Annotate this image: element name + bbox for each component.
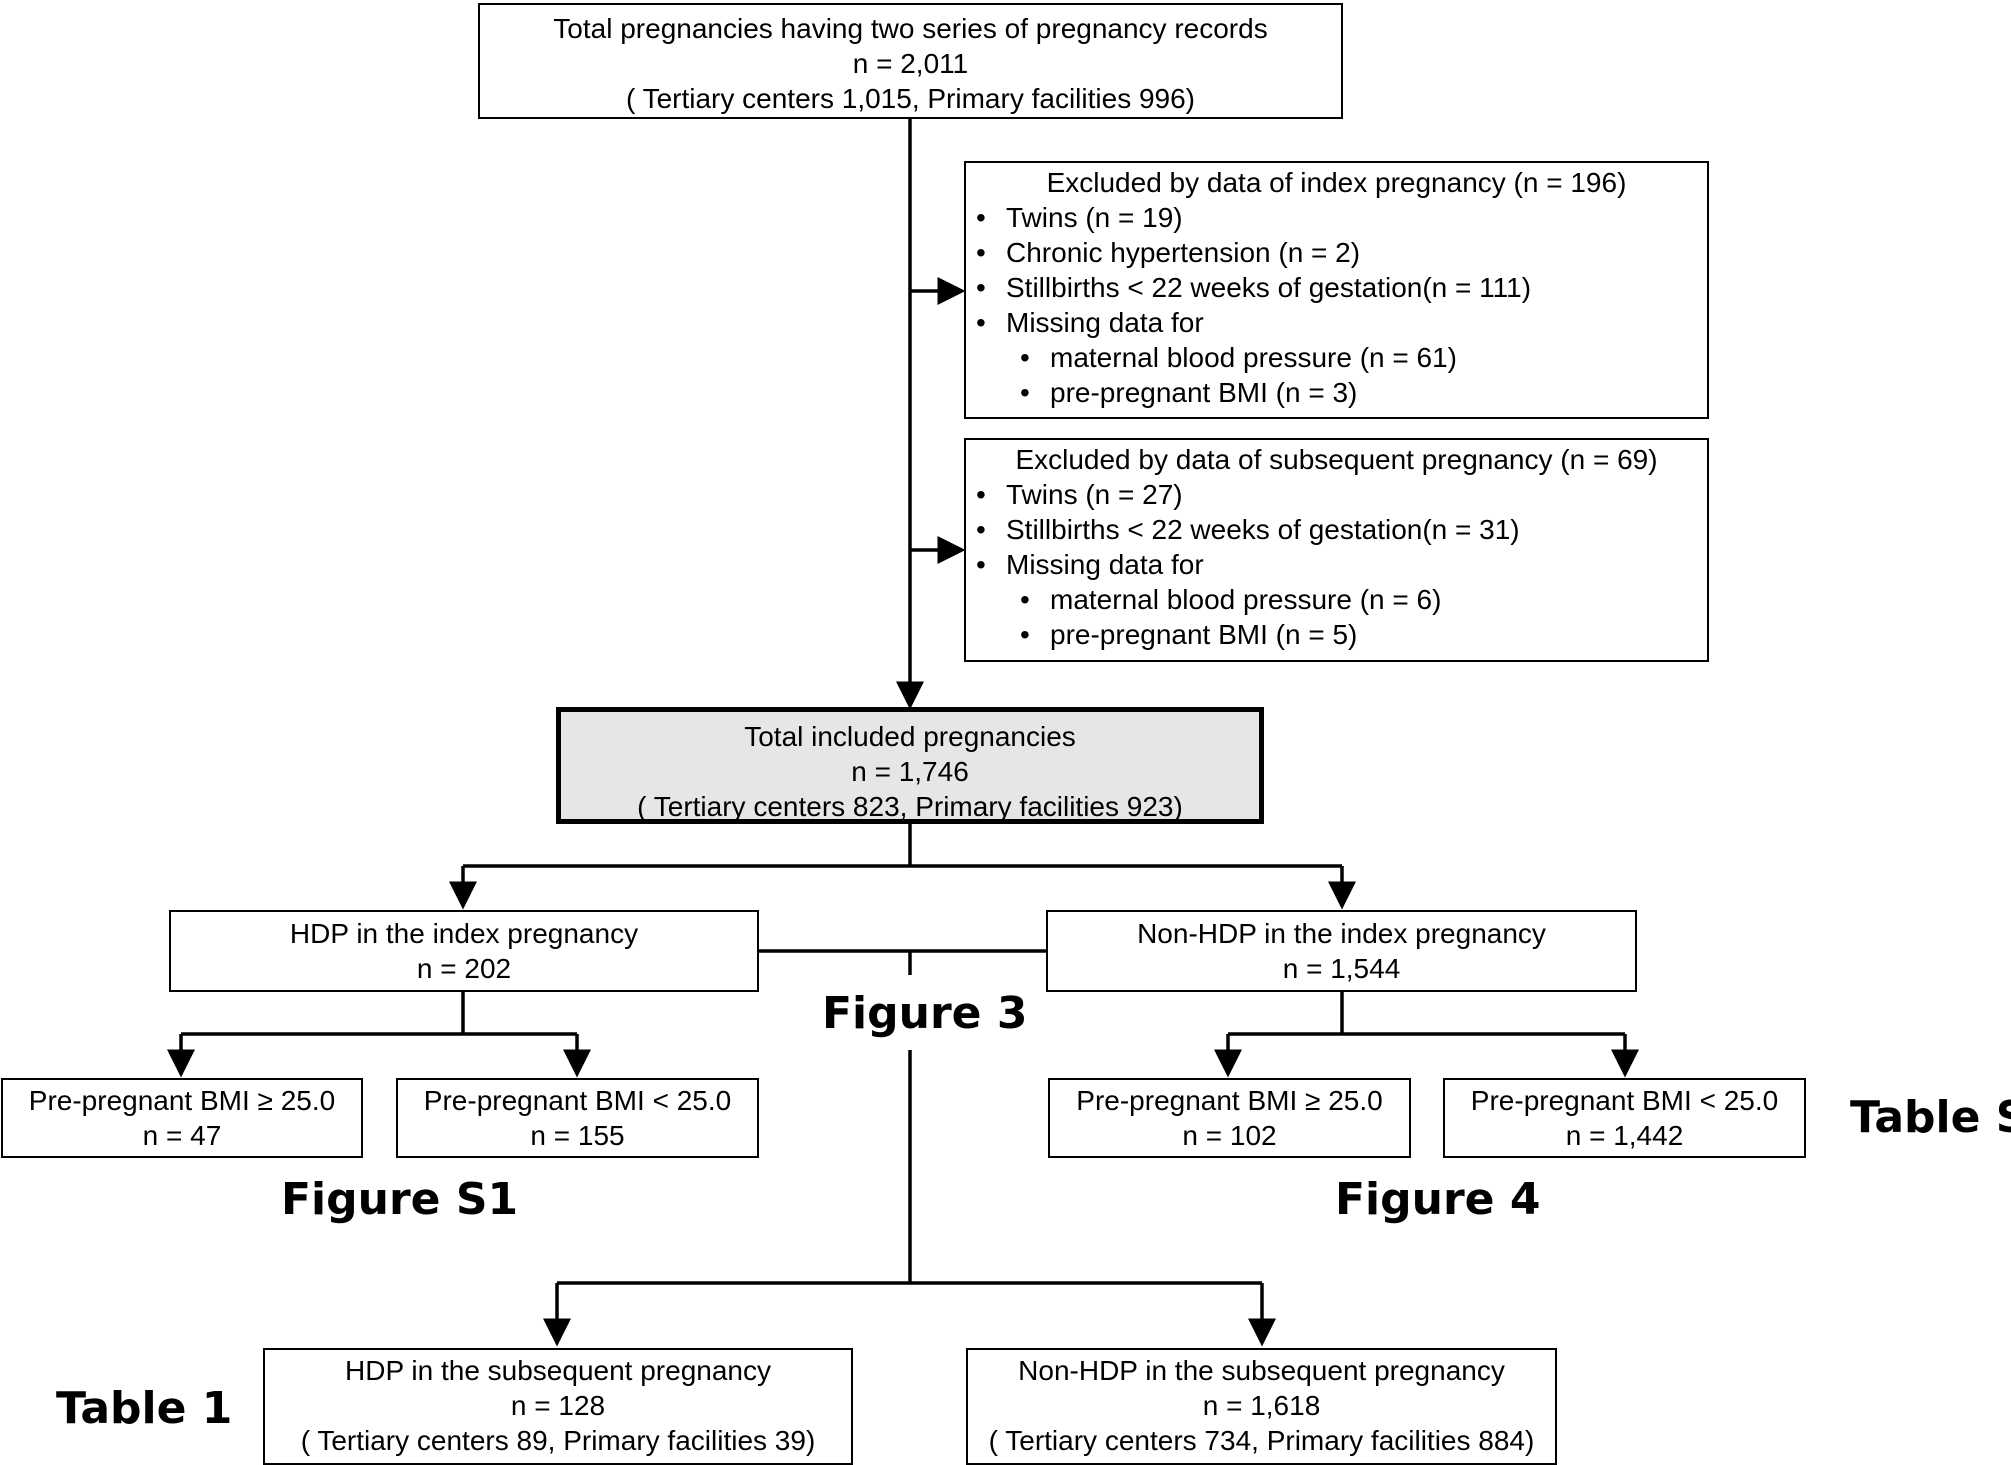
excluded-index-item: •Missing data for [976,307,1204,338]
included-title: Total included pregnancies [744,721,1076,752]
hdp-bmi-high-box: Pre-pregnant BMI ≥ 25.0 n = 47 [1,1078,363,1158]
hdp-subsequent-box: HDP in the subsequent pregnancy n = 128 … [263,1348,853,1465]
excluded-subsequent-subitem: •maternal blood pressure (n = 6) [1020,584,1442,615]
hdp-bmi-high-label: Pre-pregnant BMI ≥ 25.0 [28,1085,336,1116]
hdp-index-title: HDP in the index pregnancy [289,918,639,949]
nonhdp-subsequent-title: Non-HDP in the subsequent pregnancy [1018,1355,1505,1386]
total-count: n = 2,011 [852,48,969,79]
nonhdp-bmi-low-box: Pre-pregnant BMI < 25.0 n = 1,442 [1443,1078,1806,1158]
hdp-subsequent-title: HDP in the subsequent pregnancy [345,1355,771,1386]
figure4-label: Figure 4 [1335,1174,1541,1225]
nonhdp-subsequent-box: Non-HDP in the subsequent pregnancy n = … [966,1348,1557,1465]
excluded-index-item: •Chronic hypertension (n = 2) [976,237,1361,268]
nonhdp-subsequent-breakdown: ( Tertiary centers 734, Primary faciliti… [988,1425,1535,1456]
nonhdp-index-count: n = 1,544 [1282,953,1401,984]
hdp-bmi-low-count: n = 155 [530,1120,625,1151]
hdp-subsequent-breakdown: ( Tertiary centers 89, Primary facilitie… [300,1425,816,1456]
included-breakdown: ( Tertiary centers 823, Primary faciliti… [637,791,1183,822]
included-count: n = 1,746 [851,756,969,787]
nonhdp-subsequent-count: n = 1,618 [1202,1390,1321,1421]
excluded-index-item: •Twins (n = 19) [976,202,1183,233]
total-breakdown: ( Tertiary centers 1,015, Primary facili… [625,83,1196,114]
included-pregnancies-box: Total included pregnancies n = 1,746 ( T… [556,707,1264,824]
hdp-subsequent-count: n = 128 [510,1390,606,1421]
excluded-subsequent-item: •Twins (n = 27) [976,479,1183,510]
excluded-subsequent-item: •Stillbirths < 22 weeks of gestation(n =… [976,514,1520,545]
figure-s1-label: Figure S1 [281,1174,519,1225]
excluded-index-subitem: •pre-pregnant BMI (n = 3) [1020,377,1358,408]
nonhdp-bmi-high-label: Pre-pregnant BMI ≥ 25.0 [1076,1085,1383,1116]
nonhdp-index-title: Non-HDP in the index pregnancy [1137,918,1546,949]
excluded-index-title: Excluded by data of index pregnancy (n =… [1046,167,1627,198]
total-title: Total pregnancies having two series of p… [553,13,1268,44]
excluded-subsequent-item: •Missing data for [976,549,1204,580]
excluded-index-item: •Stillbirths < 22 weeks of gestation(n =… [976,272,1532,303]
nonhdp-bmi-high-count: n = 102 [1182,1120,1277,1151]
excluded-index-box: Excluded by data of index pregnancy (n =… [964,161,1709,419]
table1-label: Table 1 [56,1383,233,1434]
excluded-subsequent-box: Excluded by data of subsequent pregnancy… [964,438,1709,662]
nonhdp-index-box: Non-HDP in the index pregnancy n = 1,544 [1046,910,1637,992]
nonhdp-bmi-low-label: Pre-pregnant BMI < 25.0 [1470,1085,1779,1116]
hdp-index-box: HDP in the index pregnancy n = 202 [169,910,759,992]
nonhdp-bmi-high-box: Pre-pregnant BMI ≥ 25.0 n = 102 [1048,1078,1411,1158]
figure3-label: Figure 3 [822,988,1028,1039]
table-s2-label: Table S2 [1850,1092,2011,1143]
hdp-bmi-high-count: n = 47 [142,1120,222,1151]
total-pregnancies-box: Total pregnancies having two series of p… [478,3,1343,119]
nonhdp-bmi-low-count: n = 1,442 [1565,1120,1684,1151]
hdp-bmi-low-label: Pre-pregnant BMI < 25.0 [423,1085,732,1116]
excluded-index-subitem: •maternal blood pressure (n = 61) [1020,342,1457,373]
excluded-subsequent-title: Excluded by data of subsequent pregnancy… [1015,444,1658,475]
hdp-bmi-low-box: Pre-pregnant BMI < 25.0 n = 155 [396,1078,759,1158]
excluded-subsequent-subitem: •pre-pregnant BMI (n = 5) [1020,619,1358,650]
hdp-index-count: n = 202 [416,953,512,984]
